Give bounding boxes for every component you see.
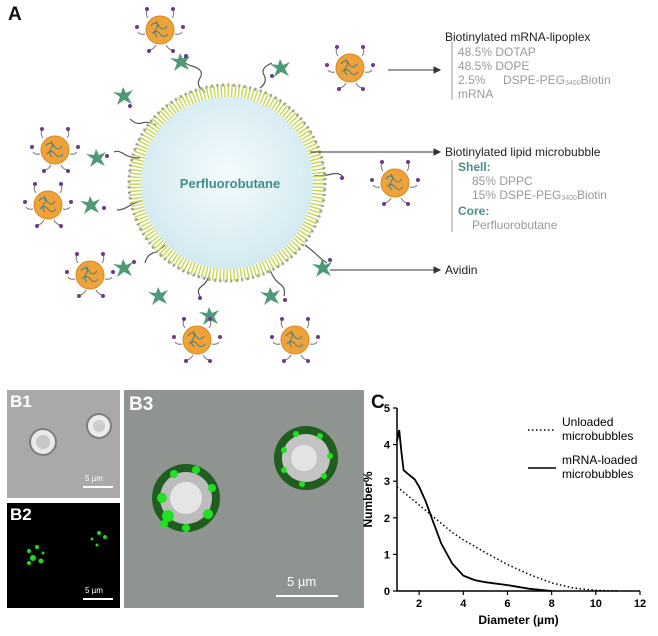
x-tick-label: 6 (504, 598, 510, 610)
panel-a-label: A (8, 4, 22, 25)
core-label: Perfluorobutane (179, 176, 281, 191)
x-axis-label: Diameter (µm) (478, 613, 558, 627)
y-tick-label: 2 (384, 513, 390, 525)
core-section-label: Core: (458, 204, 490, 218)
peg-tethers (113, 55, 345, 297)
y-tick-label: 5 (384, 403, 390, 415)
series-line-0 (396, 486, 618, 592)
y-tick-label: 0 (384, 586, 390, 598)
micrograph-b1: B1 5 µm (7, 390, 120, 498)
avidin-label: Avidin (445, 263, 478, 277)
panel-b1-label: B1 (10, 392, 32, 411)
y-axis-label: Number% (361, 471, 375, 527)
panel-c-label: C (371, 392, 385, 413)
core-item: Perfluorobutane (472, 218, 558, 232)
x-tick-label: 2 (416, 598, 422, 610)
x-tick-label: 8 (549, 598, 555, 610)
x-tick-label: 12 (634, 598, 646, 610)
microbubble-schematic (22, 6, 453, 364)
y-tick-label: 4 (384, 440, 391, 452)
scale-label-b3: 5 µm (287, 574, 317, 589)
scale-label-b2: 5 µm (85, 586, 103, 595)
lipoplex-item-mrna: mRNA (458, 87, 494, 101)
lipoplex-item-dope: 48.5% DOPE (458, 59, 530, 73)
scale-bar-b2 (83, 598, 113, 600)
scale-bar-b3 (276, 595, 338, 597)
microbubble-title: Biotinylated lipid microbubble (445, 145, 601, 159)
lipoplex-item-dotap: 48.5% DOTAP (458, 45, 536, 59)
gas-core (141, 97, 313, 269)
micrograph-b3: B3 5 µm (124, 390, 364, 608)
panel-b2-label: B2 (10, 505, 32, 524)
y-tick-label: 3 (384, 476, 390, 488)
annotation-arrows (310, 66, 442, 274)
x-tick-label: 4 (460, 598, 467, 610)
series-line-1 (396, 429, 552, 592)
x-tick-label: 10 (590, 598, 602, 610)
lipid-shell (128, 84, 326, 282)
lipoplex-item-dspe-pct: 2.5% (458, 73, 486, 87)
micrograph-b2: B2 5 µm (7, 503, 120, 608)
shell-label: Shell: (458, 160, 491, 174)
scale-bar-b1 (83, 486, 113, 488)
y-tick-label: 1 (384, 549, 390, 561)
lipoplex-item-dspe: DSPE-PEG3400Biotin (503, 73, 611, 87)
shell-item-dspe: 15% DSPE-PEG3400Biotin (472, 188, 607, 202)
scale-label-b1: 5 µm (85, 474, 103, 483)
panel-b3-label: B3 (129, 394, 154, 415)
shell-item-dppc: 85% DPPC (472, 174, 533, 188)
lipoplex-title: Biotinylated mRNA-lipoplex (445, 30, 591, 44)
